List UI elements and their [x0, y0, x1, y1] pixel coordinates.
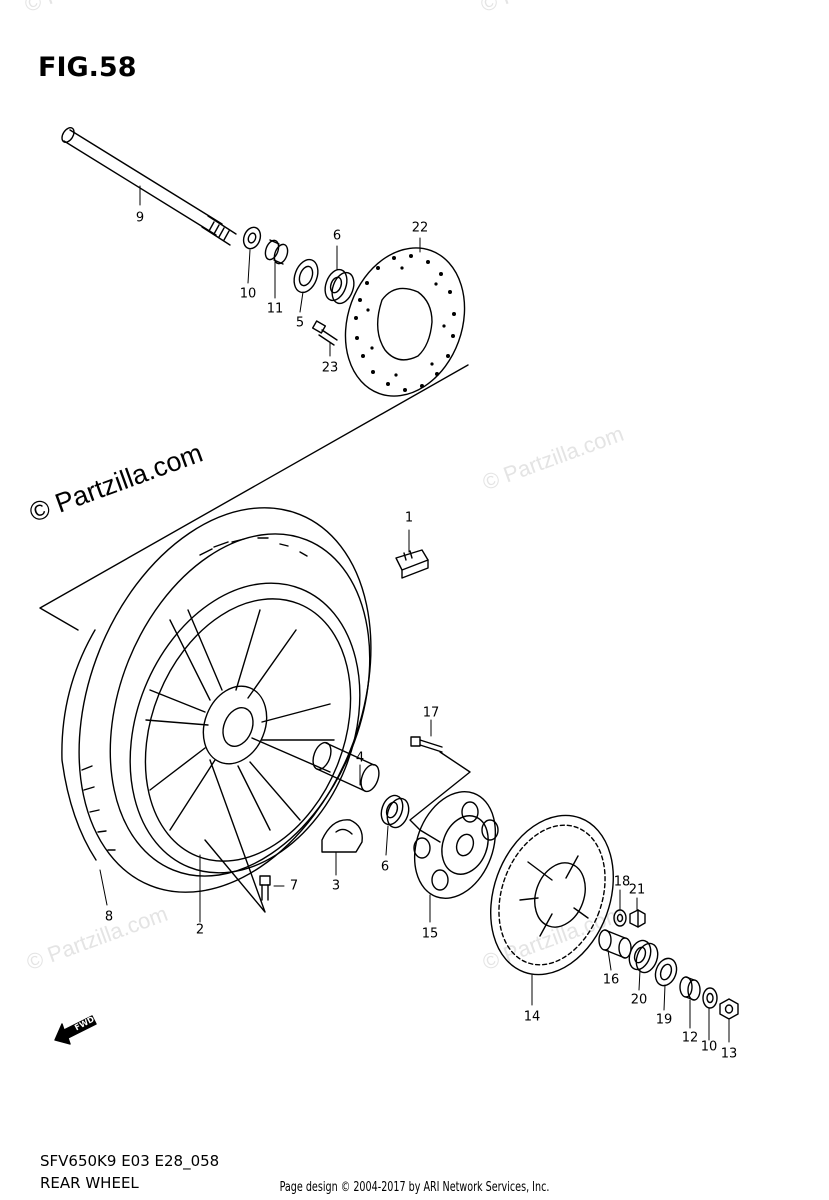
- hub-axis-line: [251, 737, 331, 773]
- sprocket-drum-drawing: [413, 791, 499, 899]
- spacer-12-drawing: [679, 976, 701, 1001]
- callout-11[interactable]: 11: [266, 301, 284, 317]
- wheel-rim-drawing: [129, 582, 361, 874]
- callout-8[interactable]: 8: [104, 909, 114, 925]
- washer-lower-drawing: [702, 987, 718, 1009]
- sprocket-bolt-drawing: [410, 736, 443, 753]
- callout-16[interactable]: 16: [602, 972, 620, 988]
- seal-19-drawing: [654, 957, 678, 987]
- bearing-20-drawing: [628, 939, 659, 974]
- callout-1[interactable]: 1: [404, 510, 414, 526]
- callout-20[interactable]: 20: [630, 992, 648, 1008]
- axle-drawing: [61, 127, 237, 246]
- callout-23[interactable]: 23: [321, 360, 339, 376]
- callout-9[interactable]: 9: [135, 210, 145, 226]
- callout-3[interactable]: 3: [331, 878, 341, 894]
- disc-bolt-drawing: [311, 320, 338, 346]
- bearing-top-drawing: [324, 268, 355, 305]
- callout-4[interactable]: 4: [355, 750, 365, 766]
- callout-14[interactable]: 14: [523, 1009, 541, 1025]
- callout-18[interactable]: 18: [613, 874, 631, 890]
- page-credit: Page design © 2004-2017 by ARI Network S…: [279, 1180, 550, 1195]
- spacer-top-drawing: [264, 239, 289, 265]
- callout-6-top[interactable]: 6: [332, 228, 342, 244]
- valve-leader-lines: [204, 759, 266, 913]
- washer-top-drawing: [242, 226, 262, 250]
- callout-13[interactable]: 13: [720, 1046, 738, 1062]
- callout-5[interactable]: 5: [295, 315, 305, 331]
- brake-disc-drawing: [344, 247, 466, 397]
- axle-nut-drawing: [719, 998, 739, 1020]
- cush-damper-drawing: [321, 819, 363, 853]
- spacer-16-drawing: [598, 929, 632, 959]
- bearing-lower-drawing: [380, 794, 410, 829]
- callout-17[interactable]: 17: [422, 705, 440, 721]
- callout-7[interactable]: 7: [289, 878, 299, 894]
- oil-seal-drawing: [293, 258, 319, 294]
- tire-drawing: [61, 507, 372, 893]
- washer-18-drawing: [613, 909, 627, 927]
- callout-22[interactable]: 22: [411, 220, 429, 236]
- drum-outline: [409, 751, 471, 843]
- section-outline: [39, 364, 469, 631]
- tire-valve-drawing: [259, 875, 271, 901]
- nut-21-drawing: [629, 909, 646, 928]
- callout-19[interactable]: 19: [655, 1012, 673, 1028]
- callout-2[interactable]: 2: [195, 922, 205, 938]
- balance-weight-drawing: [395, 549, 429, 579]
- diagram-name: REAR WHEEL: [40, 1174, 139, 1192]
- callout-6-lower[interactable]: 6: [380, 859, 390, 875]
- callout-21[interactable]: 21: [628, 882, 646, 898]
- leader-lines: [99, 185, 730, 1043]
- callout-12[interactable]: 12: [681, 1030, 699, 1046]
- fwd-arrow-icon: [54, 1015, 97, 1045]
- callout-10-lower[interactable]: 10: [700, 1039, 718, 1055]
- callout-10-top[interactable]: 10: [239, 286, 257, 302]
- wheel-spacer-drawing: [312, 741, 380, 793]
- figure-title: FIG.58: [38, 52, 137, 83]
- diagram-code: SFV650K9 E03 E28_058: [40, 1152, 220, 1170]
- callout-15[interactable]: 15: [421, 926, 439, 942]
- rear-sprocket-drawing: [490, 814, 614, 976]
